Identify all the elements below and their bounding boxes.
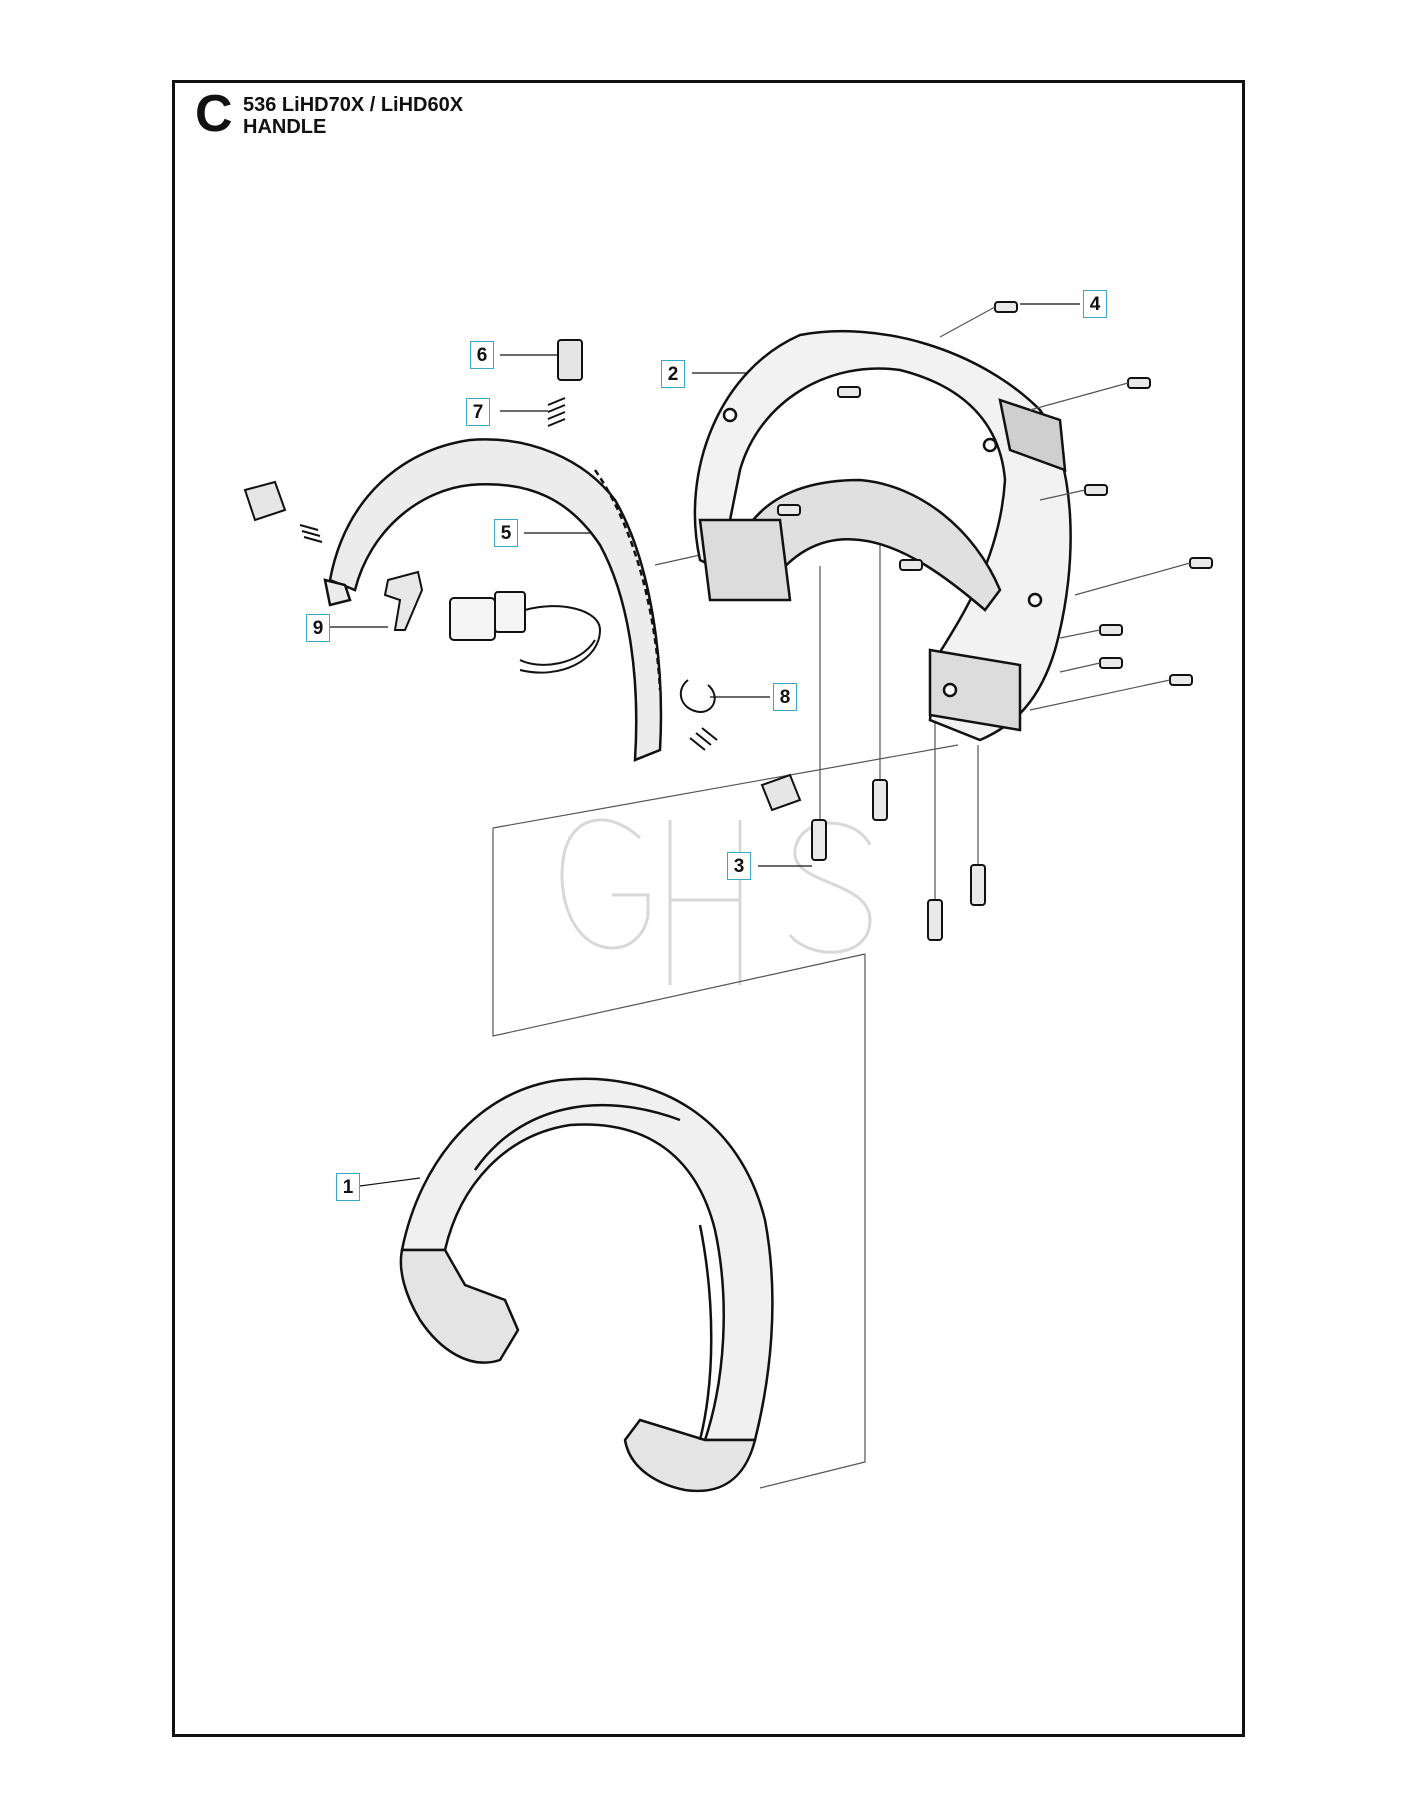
model-title: 536 LiHD70X / LiHD60X	[243, 94, 464, 116]
part-spring-left	[299, 524, 323, 543]
screw-leaders	[939, 306, 1191, 711]
leader-lines	[492, 525, 979, 1489]
callout-5[interactable]: 5	[494, 519, 518, 547]
part-clip	[557, 339, 583, 381]
part-switch-assembly	[449, 591, 602, 674]
part-end-cap-left	[243, 480, 287, 522]
part-handle-shell	[323, 438, 663, 762]
callout-9[interactable]: 9	[306, 614, 330, 642]
callout-4[interactable]: 4	[1083, 290, 1107, 318]
part-spring-top	[547, 397, 566, 427]
diagram-frame	[172, 80, 1245, 1737]
part-wire-clip	[679, 679, 716, 714]
callout-8[interactable]: 8	[773, 683, 797, 711]
callout-6[interactable]: 6	[470, 341, 494, 369]
part-loop-handle	[399, 1077, 774, 1493]
callout-1[interactable]: 1	[336, 1173, 360, 1201]
assembly-title: HANDLE	[243, 116, 327, 138]
part-end-cap-right	[760, 773, 802, 812]
part-handle-bracket	[693, 329, 1072, 742]
callout-leaders	[330, 303, 1080, 1187]
part-spring-right	[689, 727, 718, 751]
ghs-watermark-logo	[560, 818, 872, 985]
page-edge-marks	[1352, 100, 1355, 980]
part-vertical-screws	[811, 779, 986, 941]
part-trigger-lever	[383, 570, 424, 631]
callout-7[interactable]: 7	[466, 398, 490, 426]
callout-3[interactable]: 3	[727, 852, 751, 880]
section-letter: C	[195, 85, 233, 143]
callout-2[interactable]: 2	[661, 360, 685, 388]
title-block: 536 LiHD70X / LiHD60X HANDLE	[243, 94, 463, 138]
